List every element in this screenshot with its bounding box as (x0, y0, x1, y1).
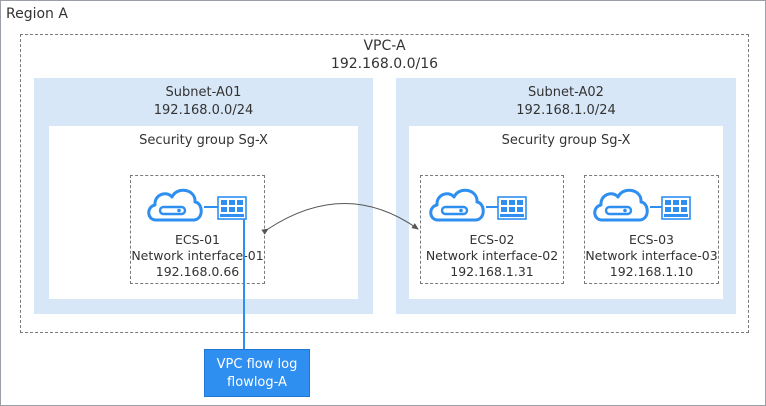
vpc-boundary (20, 34, 749, 333)
ecs-02-interface: Network interface-02 (425, 248, 559, 263)
traffic-bidirectional-arrow (261, 203, 419, 235)
ecs-01-name: ECS-01 (175, 232, 220, 247)
security-group-b-label: Security group Sg-X (501, 133, 631, 148)
ecs-02-box (420, 175, 564, 284)
ecs-02-ip: 192.168.1.31 (450, 264, 534, 279)
flow-log-title: VPC flow log (216, 357, 298, 372)
subnet-a02-cidr: 192.168.1.0/24 (516, 103, 616, 118)
subnet-a01-cidr: 192.168.0.0/24 (153, 103, 254, 118)
ecs-03-nic-icon (661, 196, 691, 220)
ecs-01-ip: 192.168.0.66 (155, 264, 240, 279)
ecs-02-cloud-server-icon (429, 188, 485, 222)
flow-log-name: flowlog-A (227, 375, 287, 390)
ecs-01-box (130, 175, 265, 284)
ecs-01-interface: Network interface-01 (131, 248, 264, 263)
ecs-01-nic-icon (217, 196, 247, 220)
ecs-03-interface: Network interface-03 (585, 248, 718, 263)
ecs-03-name: ECS-03 (629, 232, 674, 247)
subnet-a01-name: Subnet-A01 (165, 85, 242, 100)
vpc-name: VPC-A (363, 38, 406, 54)
vpc-cidr: 192.168.0.0/16 (330, 56, 439, 72)
ecs-03-cloud-server-icon (593, 188, 649, 222)
security-group-a-label: Security group Sg-X (139, 133, 268, 148)
ecs-02-name: ECS-02 (469, 232, 515, 247)
vpc-flow-log-box: VPC flow log flowlog-A (204, 349, 310, 397)
ecs-01-cloud-server-icon (147, 188, 203, 222)
subnet-a02-name: Subnet-A02 (528, 85, 604, 100)
ecs-02-nic-icon (497, 196, 527, 220)
ecs-03-ip: 192.168.1.10 (609, 264, 694, 279)
region-label: Region A (6, 6, 68, 22)
